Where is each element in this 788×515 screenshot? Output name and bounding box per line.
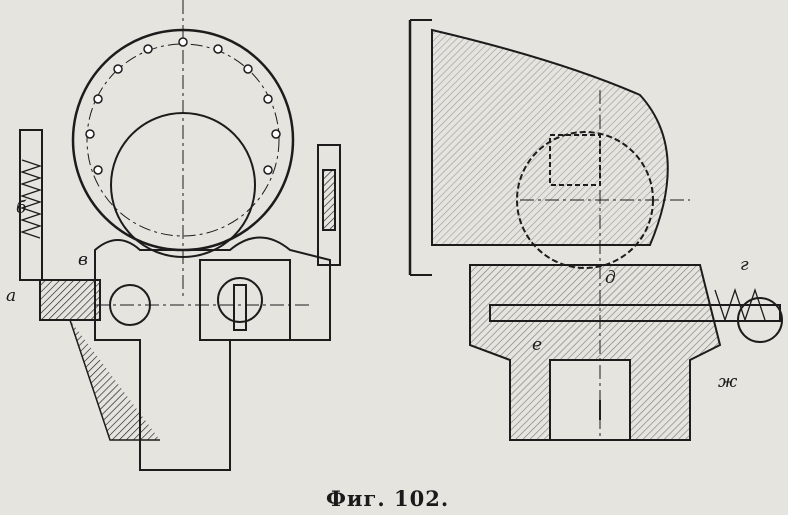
figure-caption: Фиг. 102. [326,486,450,511]
label-v: в [78,250,88,270]
label-g: г [740,255,749,275]
label-a: а [6,286,17,306]
label-d: д [605,268,616,288]
label-e: е [532,335,543,355]
label-zh: ж [718,372,738,392]
side-view [408,19,783,441]
front-view [19,0,341,471]
label-b: б [16,198,27,218]
